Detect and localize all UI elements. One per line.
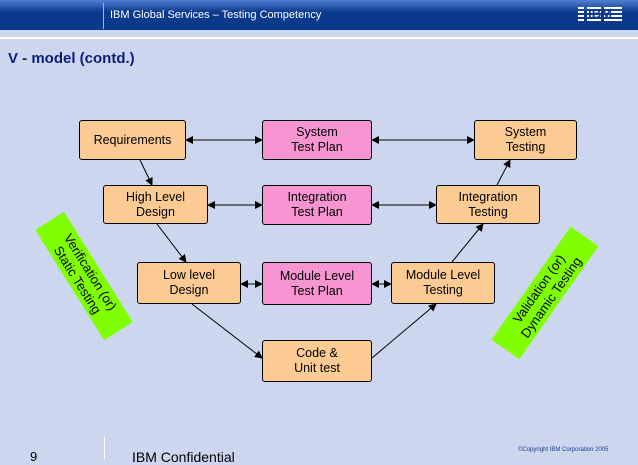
ibm-logo-text: IBM [588, 6, 612, 21]
node-requirements: Requirements [79, 120, 186, 160]
node-high-level-design: High Level Design [103, 185, 208, 224]
copyright-text: ©Copyright IBM Corporation 2005 [518, 447, 609, 453]
header-title: IBM Global Services – Testing Competency [110, 9, 322, 21]
arrow-hld-lld [156, 223, 187, 263]
slide-heading: V - model (contd.) [8, 50, 135, 67]
header-gloss [0, 0, 638, 12]
header-bar: IBM Global Services – Testing Competency… [0, 0, 638, 30]
page-number: 9 [30, 449, 38, 464]
arrow-code-modtesting [371, 303, 437, 359]
footer-separator [104, 437, 105, 459]
arrow-modtesting-inttesting [451, 223, 484, 263]
arrow-lld-code [191, 303, 263, 359]
node-system-testing: System Testing [474, 120, 577, 160]
arrow-inttesting-systesting [496, 159, 511, 186]
node-module-level-test-plan: Module Level Test Plan [262, 262, 372, 305]
node-low-level-design: Low level Design [137, 262, 241, 304]
header-separator [103, 3, 104, 29]
ibm-logo-icon: IBM [578, 6, 622, 21]
node-module-level-testing: Module Level Testing [391, 262, 495, 304]
node-integration-testing: Integration Testing [436, 185, 540, 224]
arrow-req-hld [139, 159, 153, 186]
node-integration-test-plan: Integration Test Plan [262, 185, 372, 225]
header-rule [0, 37, 638, 39]
confidential-label: IBM Confidential [132, 449, 235, 465]
footer-bar [0, 435, 638, 464]
node-system-test-plan: System Test Plan [262, 120, 372, 160]
node-code-unit-test: Code & Unit test [262, 340, 372, 382]
